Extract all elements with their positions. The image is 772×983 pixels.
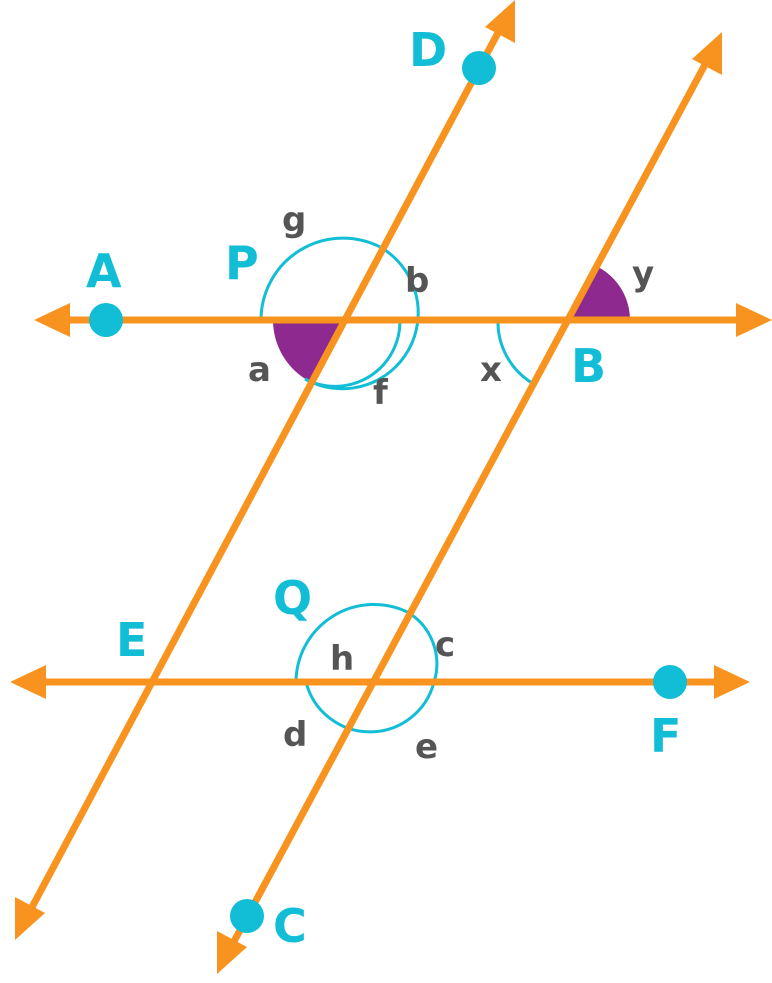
- arrowhead-ef-right: [714, 665, 750, 699]
- line-cb: [220, 44, 719, 962]
- arrowhead-ed-bottom: [15, 897, 45, 940]
- arrowhead-cb-bottom: [217, 931, 247, 974]
- arrowhead-cb-top: [692, 32, 722, 75]
- arrowhead-ef-left: [10, 665, 46, 699]
- point-d-marker: [462, 51, 496, 85]
- angle-arc-x: [496, 319, 533, 385]
- label-angle-d: d: [283, 715, 307, 755]
- label-point-a: A: [86, 244, 122, 298]
- arrowhead-ab-right: [736, 303, 772, 337]
- label-point-f: F: [650, 709, 681, 763]
- label-angle-g: g: [282, 200, 306, 240]
- label-point-q: Q: [273, 571, 312, 625]
- angle-arc-b-f: [304, 245, 420, 391]
- point-a-marker: [89, 303, 123, 337]
- label-point-e: E: [116, 613, 147, 667]
- line-ed: [18, 12, 512, 928]
- label-angle-h: h: [330, 639, 354, 679]
- label-point-c: C: [273, 899, 307, 953]
- label-angle-a: a: [248, 350, 271, 390]
- angle-arc-d-e: [304, 681, 436, 734]
- angle-arc-q: [294, 603, 408, 683]
- angle-y-fill: [570, 267, 630, 320]
- label-angle-x: x: [480, 350, 502, 390]
- label-point-b: B: [571, 339, 606, 393]
- label-angle-f: f: [373, 373, 389, 413]
- angle-arc-p: [259, 236, 381, 321]
- angle-a-fill: [273, 320, 343, 382]
- label-angle-c: c: [435, 625, 455, 665]
- label-point-p: P: [225, 236, 259, 290]
- label-angle-e: e: [415, 727, 438, 767]
- point-f-marker: [653, 665, 687, 699]
- label-angle-y: y: [632, 254, 654, 294]
- arrowhead-ed-top: [485, 0, 515, 43]
- label-angle-b: b: [405, 261, 429, 301]
- arrowhead-ab-left: [34, 303, 70, 337]
- point-c-marker: [230, 899, 264, 933]
- label-point-d: D: [409, 23, 447, 77]
- angle-arc-c: [405, 610, 439, 683]
